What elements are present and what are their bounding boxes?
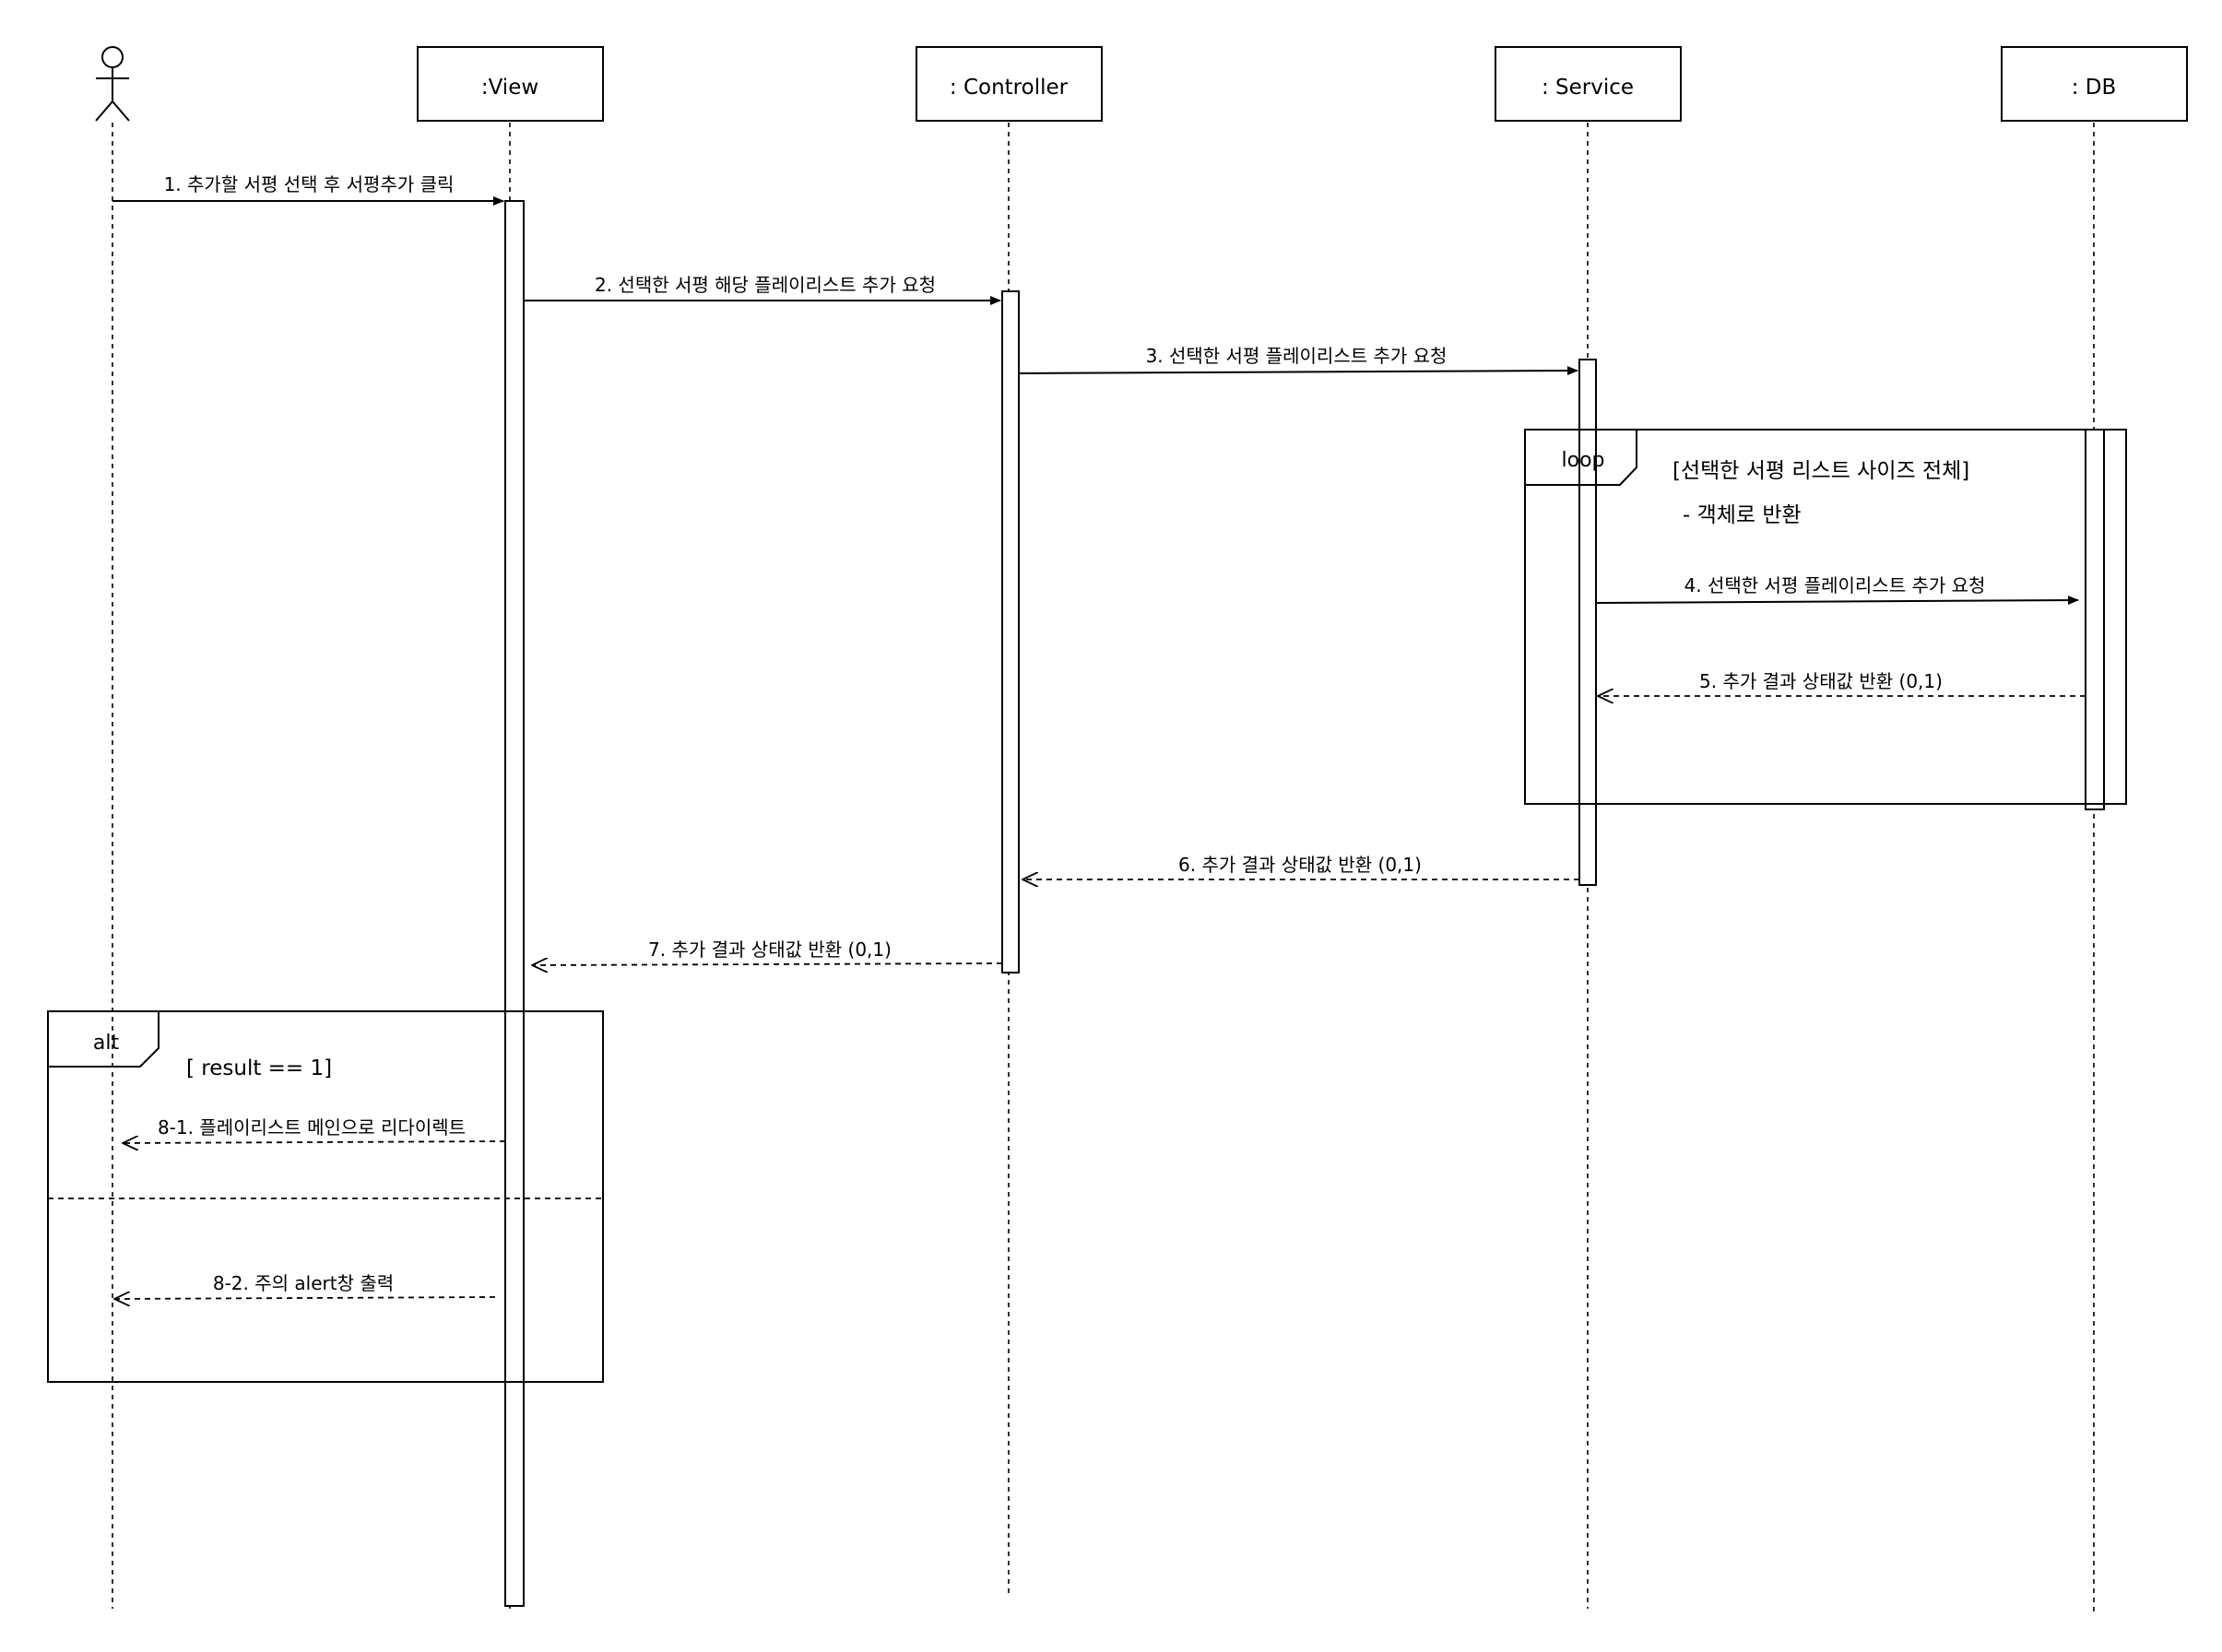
participant-controller-label: : Controller — [950, 76, 1069, 100]
participant-view: :View — [417, 46, 604, 122]
actor-right-leg — [112, 100, 130, 122]
message-1-label: 1. 추가할 서평 선택 후 서평추가 클릭 — [164, 173, 455, 195]
participant-view-label: :View — [481, 76, 538, 100]
alt-label: alt — [93, 1032, 120, 1055]
participant-controller: : Controller — [916, 46, 1103, 122]
loop-guard: [선택한 서평 리스트 사이즈 전체] — [1672, 459, 1969, 483]
participant-controller-box — [916, 46, 1103, 122]
actor-head — [101, 46, 124, 68]
message-8-2: 8-2. 주의 alert창 출력 — [114, 1272, 496, 1299]
message-7-arrow — [532, 963, 1003, 965]
message-2: 2. 선택한 서평 해당 플레이리스트 추가 요청 — [524, 274, 1001, 305]
message-8-1: 8-1. 플레이리스트 메인으로 리다이렉트 — [123, 1116, 506, 1143]
message-5: 5. 추가 결과 상태값 반환 (0,1) — [1598, 670, 2086, 696]
alt-fragment: alt [ result == 1] — [47, 1010, 604, 1383]
participant-view-box — [417, 46, 604, 122]
participant-service-label: : Service — [1542, 76, 1634, 100]
loop-note: - 객체로 반환 — [1683, 503, 1802, 527]
participant-db-label: : DB — [2072, 76, 2117, 100]
loop-label: loop — [1562, 449, 1605, 472]
participant-db: : DB — [2001, 46, 2188, 122]
message-3: 3. 선택한 서평 플레이리스트 추가 요청 — [1018, 345, 1578, 376]
message-7: 7. 추가 결과 상태값 반환 (0,1) — [532, 938, 1003, 965]
alt-tab — [48, 1011, 160, 1068]
activation-service — [1578, 359, 1597, 886]
message-1: 1. 추가할 서평 선택 후 서평추가 클릭 — [112, 173, 504, 206]
participant-db-box — [2001, 46, 2188, 122]
alt-guard: [ result == 1] — [186, 1056, 332, 1080]
message-3-arrow — [1018, 366, 1578, 376]
message-2-label: 2. 선택한 서평 해당 플레이리스트 추가 요청 — [595, 274, 936, 296]
message-6: 6. 추가 결과 상태값 반환 (0,1) — [1022, 854, 1579, 879]
actor-left-leg — [95, 100, 113, 122]
message-8-1-arrow — [123, 1141, 506, 1143]
participant-service: : Service — [1495, 46, 1682, 122]
message-7-label: 7. 추가 결과 상태값 반환 (0,1) — [648, 938, 892, 961]
participant-service-box — [1495, 46, 1682, 122]
message-8-2-arrow — [114, 1297, 496, 1299]
message-6-label: 6. 추가 결과 상태값 반환 (0,1) — [1178, 854, 1422, 876]
activation-db — [2085, 429, 2105, 810]
alt-frame — [47, 1010, 604, 1383]
message-3-label: 3. 선택한 서평 플레이리스트 추가 요청 — [1146, 345, 1448, 367]
message-4: 4. 선택한 서평 플레이리스트 추가 요청 — [1595, 574, 2079, 606]
loop-fragment: loop [선택한 서평 리스트 사이즈 전체] - 객체로 반환 — [1524, 429, 2127, 805]
activation-controller — [1001, 290, 1020, 974]
loop-frame — [1524, 429, 2127, 805]
activation-view — [504, 200, 525, 1607]
actor-user — [95, 46, 130, 122]
message-8-1-label: 8-1. 플레이리스트 메인으로 리다이렉트 — [158, 1116, 466, 1139]
message-4-arrow — [1595, 596, 2079, 606]
message-8-2-label: 8-2. 주의 alert창 출력 — [213, 1272, 394, 1294]
message-5-label: 5. 추가 결과 상태값 반환 (0,1) — [1699, 670, 1943, 692]
message-4-label: 4. 선택한 서평 플레이리스트 추가 요청 — [1684, 574, 1986, 596]
loop-tab — [1525, 430, 1637, 486]
